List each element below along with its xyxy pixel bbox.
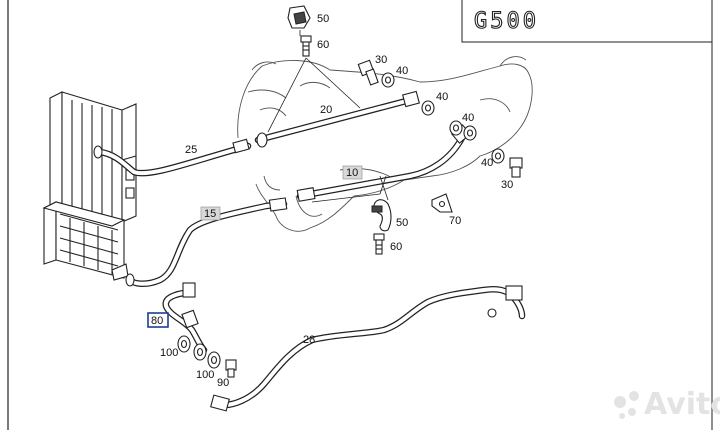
oil-cooler (42, 201, 129, 281)
callout-90: 90 (217, 377, 229, 389)
callout-50b: 50 (396, 217, 408, 229)
callout-15-box (200, 206, 221, 221)
plug-30-right (509, 157, 523, 178)
callout-30b: 30 (501, 179, 513, 191)
plug-30-top (357, 59, 379, 86)
avito-watermark: Avito (614, 387, 720, 422)
pipe-80 (162, 282, 208, 354)
bolt-60-mid (373, 233, 385, 255)
callout-60a: 60 (317, 39, 329, 51)
clamp-50-mid (371, 199, 392, 232)
leader-lines (267, 30, 389, 203)
callout-80: 80 (151, 315, 163, 327)
callout-10-box (342, 165, 363, 180)
callout-40b: 40 (436, 91, 448, 103)
bracket-70 (431, 193, 453, 213)
callout-50a: 50 (317, 13, 329, 25)
callout-40a: 40 (396, 65, 408, 77)
callout-70: 70 (449, 215, 461, 227)
callout-40c: 40 (462, 112, 474, 124)
model-label: G500 (474, 9, 539, 34)
callout-100b: 100 (196, 369, 214, 381)
pipe-25 (93, 138, 252, 177)
callout-labels: 50 60 30 40 40 20 40 25 10 40 30 15 70 5… (147, 13, 513, 389)
bolt-60-top (300, 35, 312, 57)
callout-60b: 60 (390, 241, 402, 253)
pipe-20 (254, 90, 420, 148)
clip-50-top (287, 5, 311, 29)
callout-25: 25 (185, 144, 197, 156)
pipe-15 (125, 197, 288, 287)
callout-28: 28 (303, 334, 315, 346)
callout-10: 10 (346, 167, 358, 179)
model-label-box (461, 0, 712, 43)
radiator (49, 91, 137, 223)
washers-100-90 (177, 335, 237, 378)
washers-40-top (381, 72, 505, 164)
pipe-28 (210, 285, 526, 412)
callout-30a: 30 (375, 54, 387, 66)
callout-80-box (147, 312, 169, 328)
callout-15: 15 (204, 208, 216, 220)
pipe-10 (296, 124, 471, 202)
callout-40d: 40 (481, 157, 493, 169)
watermark-text: Avito (644, 387, 720, 422)
callout-100a: 100 (160, 347, 178, 359)
callout-20: 20 (320, 104, 332, 116)
